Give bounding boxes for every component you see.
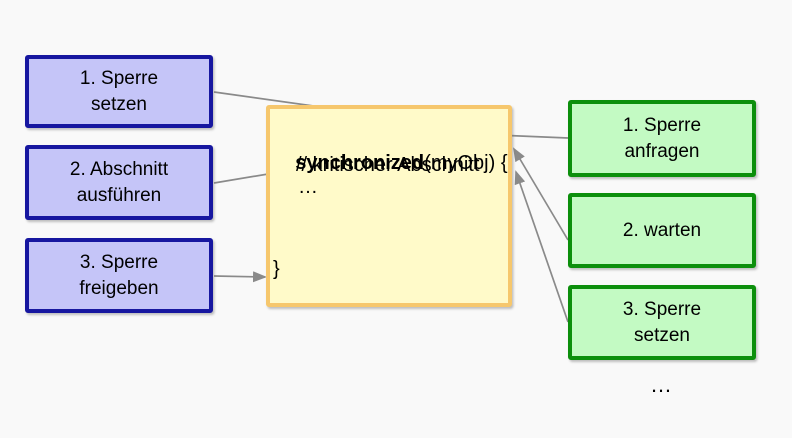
continuation-ellipsis: … — [650, 372, 674, 397]
right-step-3-label: 3. Sperre setzen — [622, 299, 702, 346]
code-line-comment: // kritischer Abschnitt — [296, 154, 480, 176]
code-keyword: synchronized — [295, 152, 425, 174]
code-line-synchronized: synchronized(myObj) { — [273, 130, 508, 196]
code-line1-rest: (myObj) { — [424, 152, 508, 174]
arrow-right2-to-code — [512, 147, 569, 241]
left-step-1-box: 1. Sperre setzen — [25, 55, 213, 128]
right-step-2-box: 2. warten — [568, 193, 756, 268]
code-box — [266, 105, 512, 307]
right-step-2-label: 2. warten — [622, 219, 702, 241]
right-step-1-box: 1. Sperre anfragen — [568, 100, 756, 177]
right-step-3-box: 3. Sperre setzen — [568, 285, 756, 360]
left-step-3-box: 3. Sperre freigeben — [25, 238, 213, 313]
code-line-ellipsis: … — [298, 176, 318, 198]
left-step-2-box: 2. Abschnitt ausführen — [25, 145, 213, 220]
arrow-left3-to-brace — [213, 271, 267, 283]
left-step-3-label: 3. Sperre freigeben — [79, 252, 159, 299]
right-step-1-label: 1. Sperre anfragen — [622, 115, 702, 162]
arrow-right3-to-code — [514, 170, 569, 323]
left-step-2-label: 2. Abschnitt ausführen — [69, 159, 169, 206]
code-line-closing-brace: } — [273, 258, 280, 280]
left-step-1-label: 1. Sperre setzen — [79, 68, 159, 115]
